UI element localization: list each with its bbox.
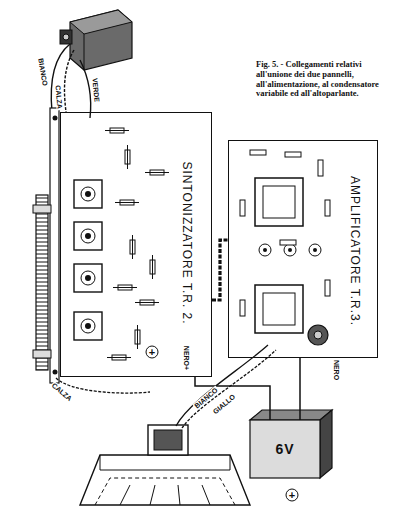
- wire-color-label: BIANCO: [37, 57, 49, 87]
- wire-color-label: GIALLO: [211, 392, 237, 416]
- board-title: SINTONIZZATORE T.R. 2.: [180, 161, 194, 324]
- shielded-cable: [212, 240, 228, 300]
- supply-wire: [299, 358, 301, 420]
- polarity-mark: +: [286, 489, 299, 502]
- loudspeaker: [80, 425, 250, 505]
- tuner-board: SINTONIZZATORE T.R. 2.: [60, 112, 212, 377]
- variable-capacitor: [60, 10, 132, 70]
- tuner-components: [74, 128, 169, 360]
- amplifier-board: AMPLIFICATORE T.R.3.: [228, 140, 378, 358]
- battery-label: 6V: [250, 420, 320, 478]
- wire-color-label: CALZA: [50, 381, 74, 403]
- wire-color-label: CALZA: [54, 84, 63, 110]
- battery: [250, 410, 332, 478]
- board-title: 6V: [275, 441, 294, 457]
- wire-color-label: NERO: [333, 359, 340, 381]
- wire-color-label: NERO+: [183, 345, 190, 371]
- figure-caption: Fig. 5. - Collegamenti relativi all'unio…: [256, 60, 394, 99]
- polarity-mark: +: [146, 346, 159, 359]
- wire-color-label: VERDE: [91, 77, 100, 104]
- amplifier-components: [240, 150, 330, 333]
- board-title: AMPLIFICATORE T.R.3.: [348, 176, 362, 326]
